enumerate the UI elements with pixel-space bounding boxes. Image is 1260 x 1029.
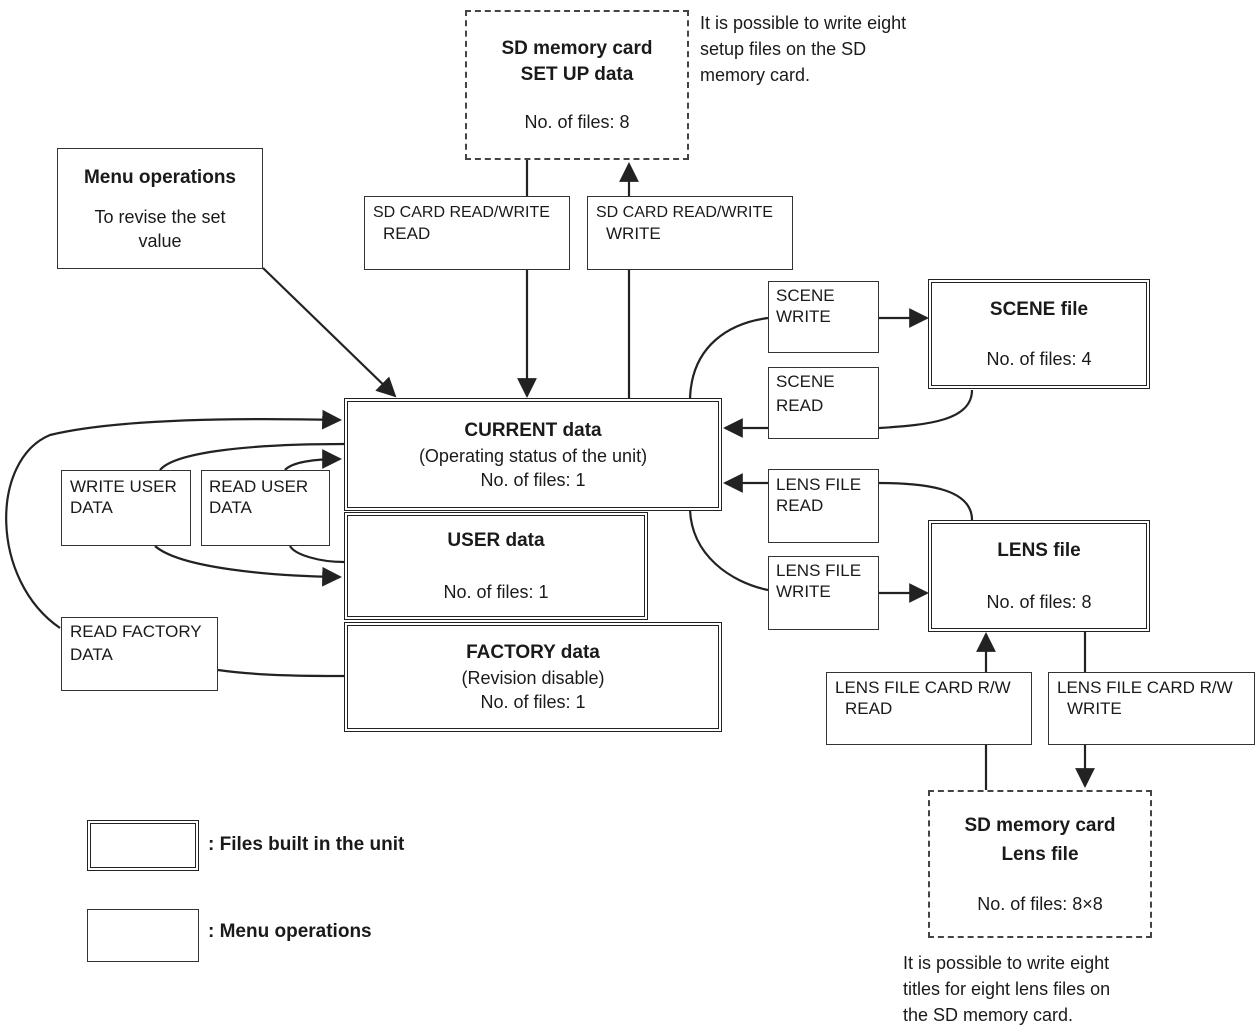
sd-lens-note: It is possible to write eight titles for… <box>903 950 1110 1028</box>
factory-title: FACTORY data <box>466 642 600 663</box>
menu-ops-title: Menu operations <box>83 166 236 188</box>
lens-card-read-box: LENS FILE CARD R/W READ <box>826 672 1032 745</box>
current-title: CURRENT data <box>464 419 602 441</box>
note-line: It is possible to write eight <box>903 953 1110 973</box>
menu-operations-box: Menu operations To revise the set value <box>57 148 263 269</box>
scene-write-box: SCENE WRITE <box>768 281 879 353</box>
user-data-box: USER data No. of files: 1 <box>344 512 648 620</box>
current-files: No. of files: 1 <box>480 469 586 490</box>
factory-sub: (Revision disable) <box>461 668 605 688</box>
lens-file-title: LENS file <box>997 540 1081 561</box>
note-line: the SD memory card. <box>903 1005 1074 1025</box>
scene-read-box: SCENE READ <box>768 367 879 439</box>
current-sub: (Operating status of the unit) <box>418 445 648 466</box>
menu-ops-line1: To revise the set <box>94 206 226 227</box>
read-factory-data-box: READ FACTORY DATA <box>61 617 218 691</box>
lens-card-write-box: LENS FILE CARD R/W WRITE <box>1048 672 1255 745</box>
legend-menu-swatch <box>87 909 199 962</box>
lens-file-files: No. of files: 8 <box>986 592 1092 612</box>
lens-write-line1: LENS FILE <box>776 561 862 580</box>
lens-read-line2: READ <box>776 496 824 515</box>
write-user-line1: WRITE USER <box>70 477 177 496</box>
scene-read-line2: READ <box>776 396 824 415</box>
sd-setup-line1: SD memory card <box>501 38 653 59</box>
note-line: titles for eight lens files on <box>903 979 1111 999</box>
scene-file-files: No. of files: 4 <box>986 349 1092 369</box>
note-line: setup files on the SD <box>700 39 867 59</box>
sd-lens-files: No. of files: 8×8 <box>977 893 1103 914</box>
sd-write-line2: WRITE <box>606 224 661 243</box>
scene-file-title: SCENE file <box>989 299 1089 320</box>
read-user-line1: READ USER <box>209 477 309 496</box>
read-user-line2: DATA <box>209 498 252 517</box>
lens-file-read-box: LENS FILE READ <box>768 469 879 543</box>
sd-card-write-box: SD CARD READ/WRITE WRITE <box>587 196 793 270</box>
lens-file-box: LENS file No. of files: 8 <box>928 520 1150 632</box>
lens-card-read-line2: READ <box>845 699 893 718</box>
user-files: No. of files: 1 <box>443 582 549 602</box>
write-user-line2: DATA <box>70 498 113 517</box>
sd-card-setup-data: SD memory card SET UP data No. of files:… <box>465 10 689 160</box>
sd-card-lens-file: SD memory card Lens file No. of files: 8… <box>928 790 1152 938</box>
legend-menu-ops-label: : Menu operations <box>208 921 372 942</box>
lens-read-line1: LENS FILE <box>776 475 862 494</box>
current-data-box: CURRENT data (Operating status of the un… <box>344 398 722 511</box>
lens-card-read-line1: LENS FILE CARD R/W <box>835 678 1011 697</box>
note-line: memory card. <box>700 65 811 85</box>
lens-write-line2: WRITE <box>776 582 831 601</box>
sd-card-read-box: SD CARD READ/WRITE READ <box>364 196 570 270</box>
lens-card-write-line1: LENS FILE CARD R/W <box>1057 678 1233 697</box>
read-factory-line2: DATA <box>70 645 113 664</box>
legend-files-built-label: : Files built in the unit <box>208 834 405 855</box>
sd-read-line2: READ <box>383 224 431 243</box>
sd-read-line1: SD CARD READ/WRITE <box>373 204 550 221</box>
scene-read-line1: SCENE <box>776 372 835 391</box>
sd-lens-line1: SD memory card <box>964 814 1116 836</box>
write-user-data-box: WRITE USER DATA <box>61 470 191 546</box>
menu-ops-line2: value <box>138 230 182 251</box>
scene-write-line1: SCENE <box>776 286 835 305</box>
user-title: USER data <box>447 530 545 551</box>
sd-setup-line2: SET UP data <box>520 64 634 85</box>
read-user-data-box: READ USER DATA <box>201 470 330 546</box>
read-factory-line1: READ FACTORY <box>70 622 202 641</box>
lens-card-write-line2: WRITE <box>1067 699 1122 718</box>
sd-write-line1: SD CARD READ/WRITE <box>596 204 773 221</box>
scene-file-box: SCENE file No. of files: 4 <box>928 279 1150 389</box>
factory-data-box: FACTORY data (Revision disable) No. of f… <box>344 622 722 732</box>
note-line: It is possible to write eight <box>700 13 907 33</box>
sd-setup-files: No. of files: 8 <box>524 112 630 132</box>
lens-file-write-box: LENS FILE WRITE <box>768 556 879 630</box>
sd-lens-line2: Lens file <box>1001 843 1079 865</box>
factory-files: No. of files: 1 <box>480 692 586 712</box>
sd-setup-note: It is possible to write eight setup file… <box>700 10 906 88</box>
scene-write-line2: WRITE <box>776 307 831 326</box>
legend-file-swatch <box>87 820 199 871</box>
